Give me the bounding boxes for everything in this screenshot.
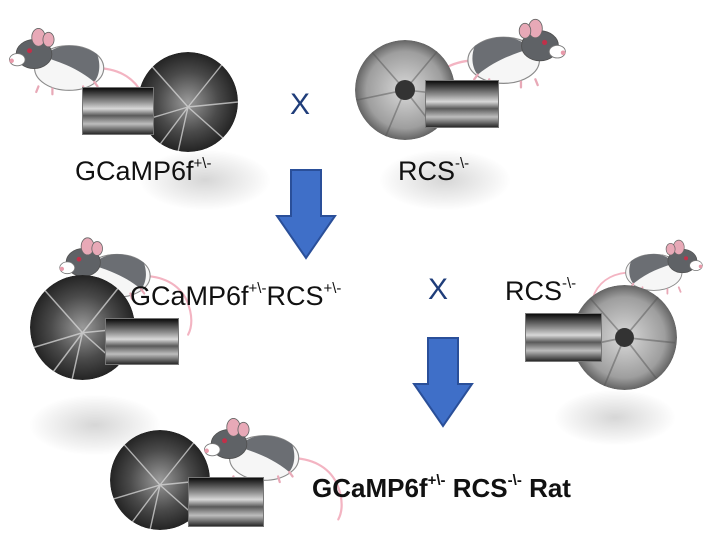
result-label: GCaMP6f+\- RCS-\- Rat [312,472,571,503]
parent-right-label: RCS-\- [398,155,470,186]
parent-left-label: GCaMP6f+\- [75,155,212,186]
fundus-image [138,52,238,152]
arrow-shape [275,169,337,260]
oct-scan-image [105,318,179,365]
oct-scan-image [188,477,264,527]
partner-label: RCS-\- [505,275,577,306]
arrow-shape [412,337,474,428]
down-arrow-icon [275,169,337,260]
drop-shadow [555,390,675,445]
fundus-image [110,430,210,530]
drop-shadow [140,150,270,210]
down-arrow-icon [412,337,474,428]
offspring-label: GCaMP6f+\-RCS+\- [130,280,342,311]
oct-scan-image [82,87,154,135]
cross-symbol: X [428,273,449,306]
drop-shadow [380,150,510,210]
oct-scan-image [525,313,602,362]
cross-symbol: X [290,88,311,121]
oct-scan-image [425,80,499,128]
fundus-image [572,285,677,390]
